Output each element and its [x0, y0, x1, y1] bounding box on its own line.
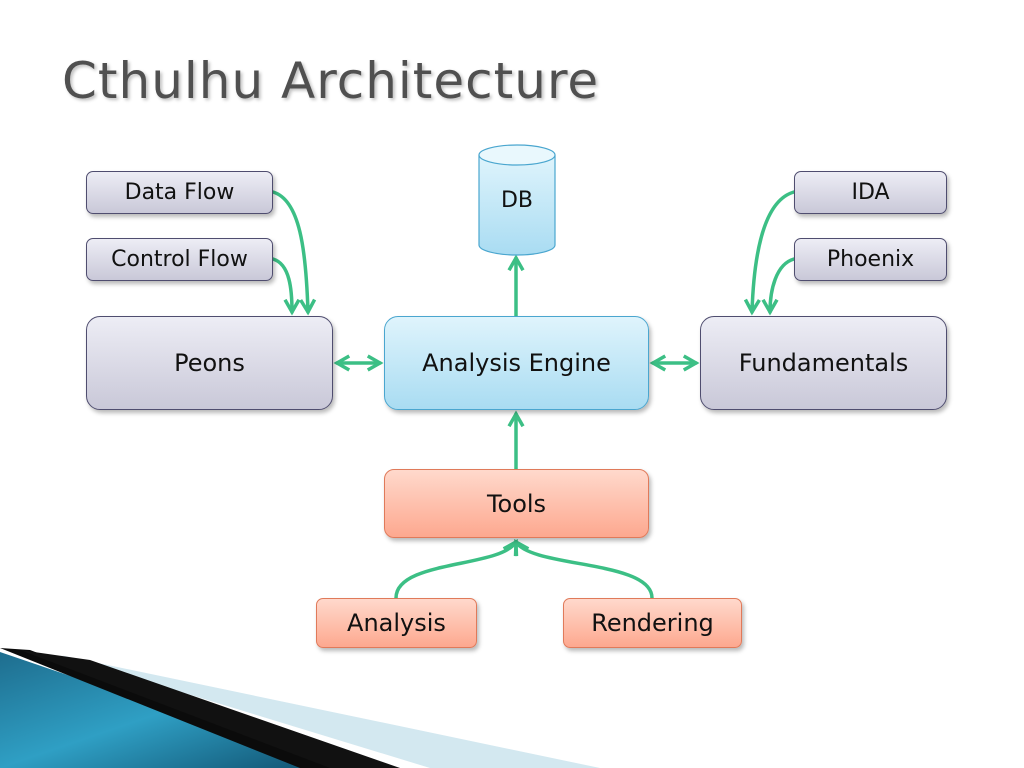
edge-dataflow-peons [271, 190, 317, 316]
fundamentals-node: Fundamentals [700, 316, 947, 410]
ida-node: IDA [794, 171, 947, 214]
rendering-node: Rendering [563, 598, 742, 648]
db-node [478, 144, 556, 256]
analysis-engine-node: Analysis Engine [384, 316, 649, 410]
data-flow-node: Data Flow [86, 171, 273, 214]
control-flow-node: Control Flow [86, 238, 273, 281]
edge-controlflow-peons [271, 257, 301, 316]
tools-node: Tools [384, 469, 649, 538]
slide-title: Cthulhu Architecture [62, 52, 600, 110]
peons-node: Peons [86, 316, 333, 410]
edge-phoenix-fundamentals [761, 257, 796, 316]
db-label: DB [500, 188, 534, 213]
analysis-node: Analysis [316, 598, 477, 648]
edge-rendering-tools [514, 539, 654, 600]
edge-ida-fundamentals [743, 190, 796, 316]
phoenix-node: Phoenix [794, 238, 947, 281]
edge-analysis-tools [394, 539, 518, 600]
